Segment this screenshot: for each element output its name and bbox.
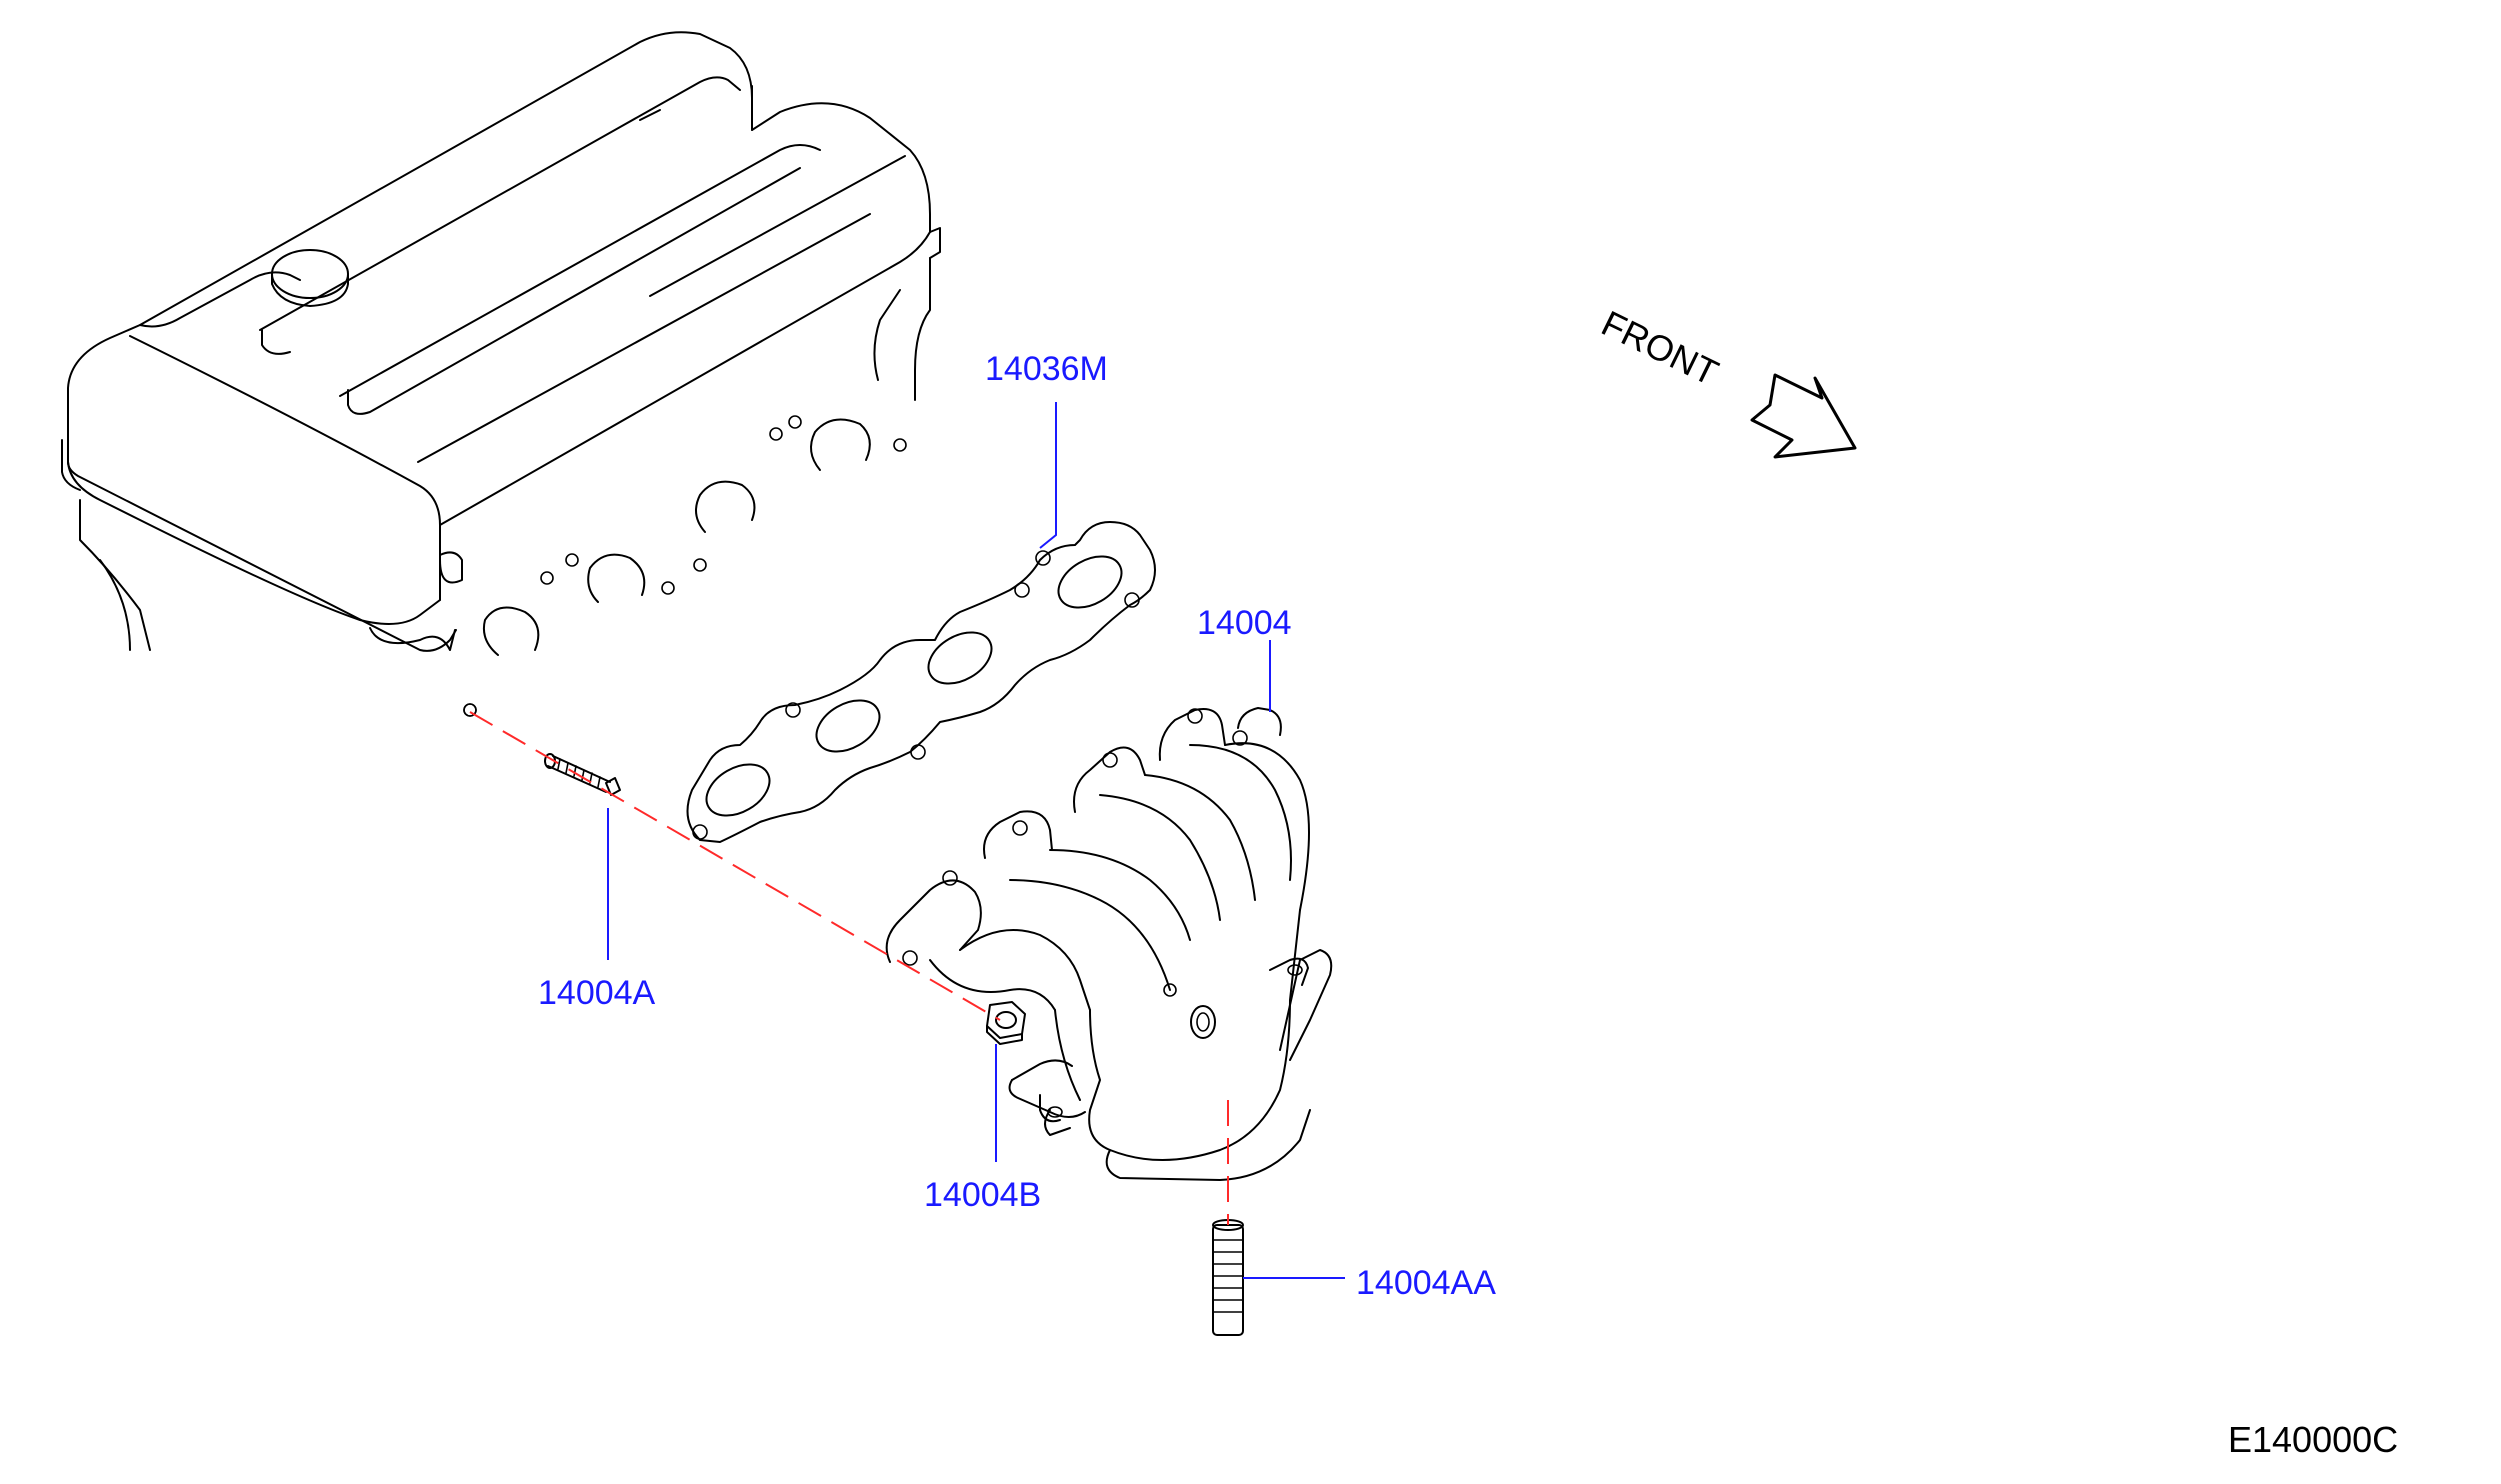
front-arrow <box>1750 373 1857 459</box>
stud-14004a-drawing <box>463 703 621 796</box>
exhaust-manifold-gasket <box>686 521 1156 843</box>
part-label-14004b[interactable]: 14004B <box>924 1176 1042 1214</box>
engine-head-drawing <box>61 31 941 717</box>
nut-14004b-drawing <box>986 1001 1026 1045</box>
part-label-14004aa[interactable]: 14004AA <box>1356 1264 1496 1302</box>
exhaust-manifold <box>885 707 1333 1181</box>
part-label-14004[interactable]: 14004 <box>1197 604 1292 642</box>
leader-14036m <box>1039 402 1057 549</box>
assembly-line-stud <box>469 711 1001 1021</box>
part-label-14004a[interactable]: 14004A <box>538 974 656 1012</box>
stud-14004aa-drawing <box>1212 1219 1244 1336</box>
part-label-14036m[interactable]: 14036M <box>985 350 1108 388</box>
drawing-code: E140000C <box>2228 1419 2399 1460</box>
